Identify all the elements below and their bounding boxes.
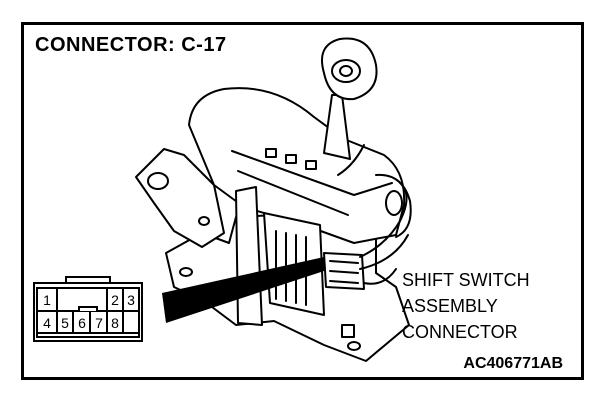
pin-label: 4 [43,315,51,331]
shift-lever [323,94,351,160]
pin-label: 1 [43,292,51,308]
connector-title: CONNECTOR: C-17 [35,34,227,56]
diagram-frame: 1 2 3 4 5 6 7 8 CONNECTOR: C-17 SHIFT SW… [21,22,584,380]
pointer-arrow [162,257,324,323]
end-cap [375,173,412,238]
callout-line: SHIFT SWITCH [402,270,530,290]
pin-label: 7 [95,315,103,331]
pin-label: 6 [78,315,86,331]
figure-id: AC406771AB [463,355,563,372]
pin-label: 2 [111,292,119,308]
pin-label: 5 [61,315,69,331]
callout-line: CONNECTOR [402,322,518,342]
wiring-harness [359,184,408,258]
shifter-illustration: 1 2 3 4 5 6 7 8 [33,37,412,362]
shift-knob [321,37,378,101]
pin-label: 8 [111,315,119,331]
connector-face-icon [33,276,143,342]
callout-line: ASSEMBLY [402,296,498,316]
mount-hole [347,341,361,351]
component-callout: SHIFT SWITCH ASSEMBLY CONNECTOR [402,267,530,345]
pin-label: 3 [127,292,135,308]
mount-hole [179,267,193,277]
